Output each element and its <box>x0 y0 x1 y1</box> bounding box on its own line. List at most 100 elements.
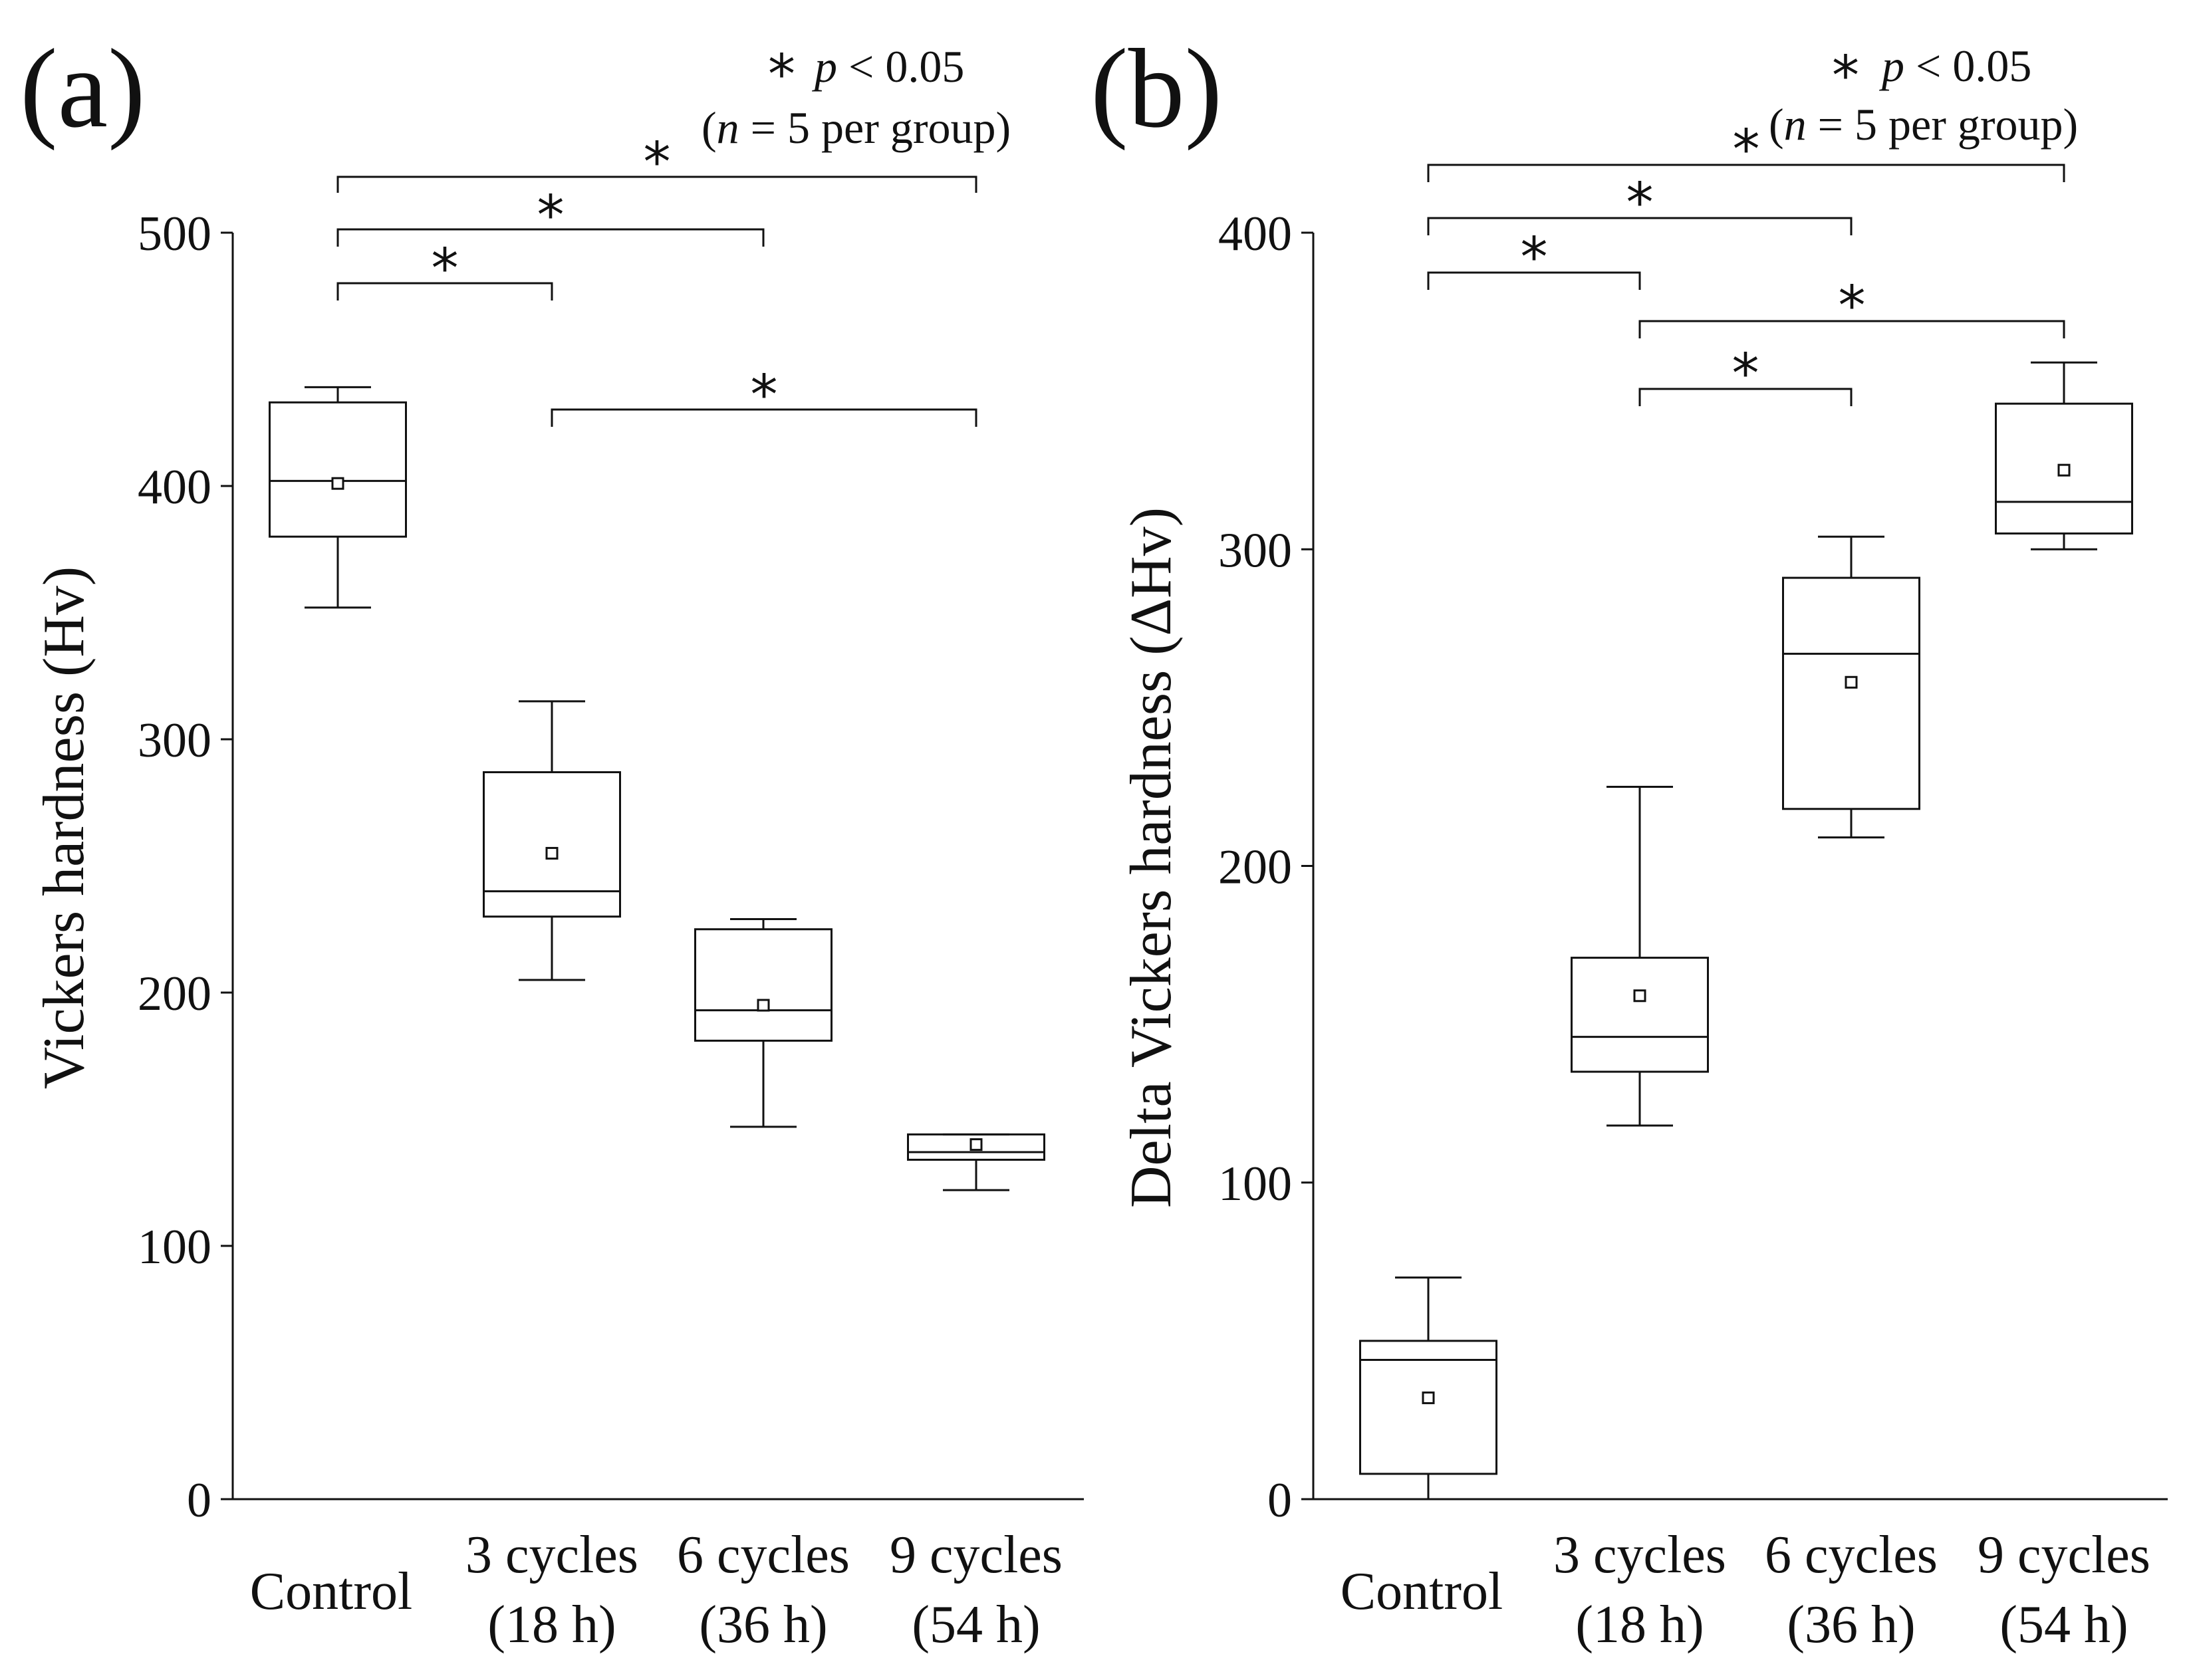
significance-star: * <box>432 237 459 300</box>
bracket-line <box>1427 217 1853 235</box>
y-tick-label: 100 <box>1218 1157 1292 1211</box>
box-iqr <box>694 928 833 1042</box>
box-group <box>1782 535 1920 839</box>
panel-a: (a) * p < 0.05 (n = 5 per group) Vickers… <box>20 26 1084 1654</box>
legend-n-open-b: ( <box>1769 99 1784 150</box>
box-group <box>1995 361 2133 550</box>
legend-n-b: n <box>1784 99 1807 150</box>
box-iqr <box>1782 576 1920 810</box>
bracket-line <box>1638 320 2065 338</box>
x-category-sublabel: (36 h) <box>1787 1596 1915 1654</box>
significance-star: * <box>1626 172 1654 235</box>
mean-marker <box>1845 675 1858 689</box>
significance-bracket: * <box>336 184 765 247</box>
y-tick-label: 100 <box>138 1220 211 1274</box>
significance-bracket: * <box>1427 226 1641 290</box>
y-tick-label: 200 <box>1218 840 1292 895</box>
x-category-label: 3 cycles <box>465 1526 638 1584</box>
y-tick-label: 300 <box>1218 523 1292 578</box>
y-tick-label: 200 <box>138 967 211 1021</box>
significance-bracket: * <box>551 364 977 427</box>
significance-bracket: * <box>1638 275 2065 338</box>
bracket-line <box>336 228 765 247</box>
x-category-label: 6 cycles <box>677 1526 850 1584</box>
bracket-line <box>551 408 977 427</box>
y-tick-label: 300 <box>138 713 211 768</box>
significance-bracket: * <box>1427 118 2065 182</box>
mean-marker <box>331 477 344 490</box>
bracket-line <box>1638 388 1853 406</box>
y-tick-label: 400 <box>1218 207 1292 261</box>
box-iqr <box>483 771 621 918</box>
bracket-line <box>336 176 977 193</box>
y-tick-label: 400 <box>138 460 211 515</box>
mean-marker <box>1633 989 1646 1003</box>
mean-marker <box>969 1138 983 1151</box>
box-iqr <box>1359 1340 1497 1475</box>
legend-star-b: * <box>1832 45 1859 108</box>
legend-p-b: p <box>1879 41 1904 91</box>
svg-text:p < 0.05: p < 0.05 <box>812 41 964 92</box>
legend-n-rest-a: = 5 per group) <box>739 102 1011 153</box>
legend-n-a: n <box>717 102 739 153</box>
panel-b-label: (b) <box>1091 26 1222 151</box>
box-iqr <box>907 1133 1045 1161</box>
significance-star: * <box>751 364 778 427</box>
box-group <box>483 700 621 981</box>
y-tick-label: 0 <box>187 1473 211 1528</box>
x-category-label: 9 cycles <box>1978 1526 2150 1584</box>
y-tick-label: 500 <box>138 207 211 261</box>
x-category-sublabel: (18 h) <box>487 1596 616 1654</box>
significance-bracket: * <box>1427 172 1853 235</box>
x-category-sublabel: (18 h) <box>1575 1596 1704 1654</box>
legend-p-a: p <box>812 41 837 92</box>
svg-text:p < 0.05: p < 0.05 <box>1879 41 2031 91</box>
box-group <box>269 386 407 609</box>
panel-a-legend: * p < 0.05 (n = 5 per group) <box>702 41 1011 153</box>
box-group <box>907 1133 1045 1191</box>
svg-text:(n = 5 per group): (n = 5 per group) <box>1769 99 2078 150</box>
bracket-line <box>1427 271 1641 290</box>
significance-star: * <box>1732 342 1759 406</box>
legend-p-rest-a: < 0.05 <box>837 41 964 92</box>
x-category-sublabel: (36 h) <box>699 1596 827 1654</box>
box-iqr <box>269 401 407 538</box>
x-category-label: 9 cycles <box>890 1526 1063 1584</box>
mean-marker <box>2057 463 2071 477</box>
significance-star: * <box>1839 275 1866 338</box>
y-tick-label: 0 <box>1267 1473 1292 1528</box>
significance-bracket: * <box>1638 342 1853 406</box>
legend-n-open-a: ( <box>702 102 717 153</box>
significance-bracket: * <box>336 237 553 300</box>
x-category-sublabel: (54 h) <box>912 1596 1040 1654</box>
significance-star: * <box>537 184 565 247</box>
y-axis-title-a: Vickers hardness (Hv) <box>32 566 96 1089</box>
x-category-sublabel: (54 h) <box>1999 1596 2128 1654</box>
significance-star: * <box>1521 226 1548 289</box>
box-group <box>694 918 833 1128</box>
svg-text:(n = 5 per group): (n = 5 per group) <box>702 102 1011 153</box>
legend-star-a: * <box>768 43 795 106</box>
box-group <box>1359 1276 1497 1500</box>
x-category-label: 3 cycles <box>1553 1526 1726 1584</box>
significance-star: * <box>644 131 671 194</box>
mean-marker <box>545 846 559 860</box>
bracket-line <box>336 282 553 300</box>
box-iqr <box>1571 957 1709 1073</box>
mean-marker <box>1422 1391 1435 1405</box>
panel-a-label: (a) <box>20 26 146 151</box>
bracket-line <box>1427 164 2065 182</box>
mean-marker <box>757 999 770 1012</box>
significance-bracket: * <box>336 131 977 194</box>
y-axis-title-b: Delta Vickers hardness (ΔHv) <box>1119 507 1184 1208</box>
significance-star: * <box>1733 118 1760 181</box>
legend-p-rest-b: < 0.05 <box>1904 41 2031 91</box>
box-iqr <box>1995 402 2133 535</box>
x-category-label: 6 cycles <box>1765 1526 1938 1584</box>
panel-b: (b) * p < 0.05 (n = 5 per group) Delta V… <box>1091 26 2168 1654</box>
panel-b-legend: * p < 0.05 (n = 5 per group) <box>1769 41 2078 150</box>
x-category-label: Control <box>250 1562 412 1621</box>
